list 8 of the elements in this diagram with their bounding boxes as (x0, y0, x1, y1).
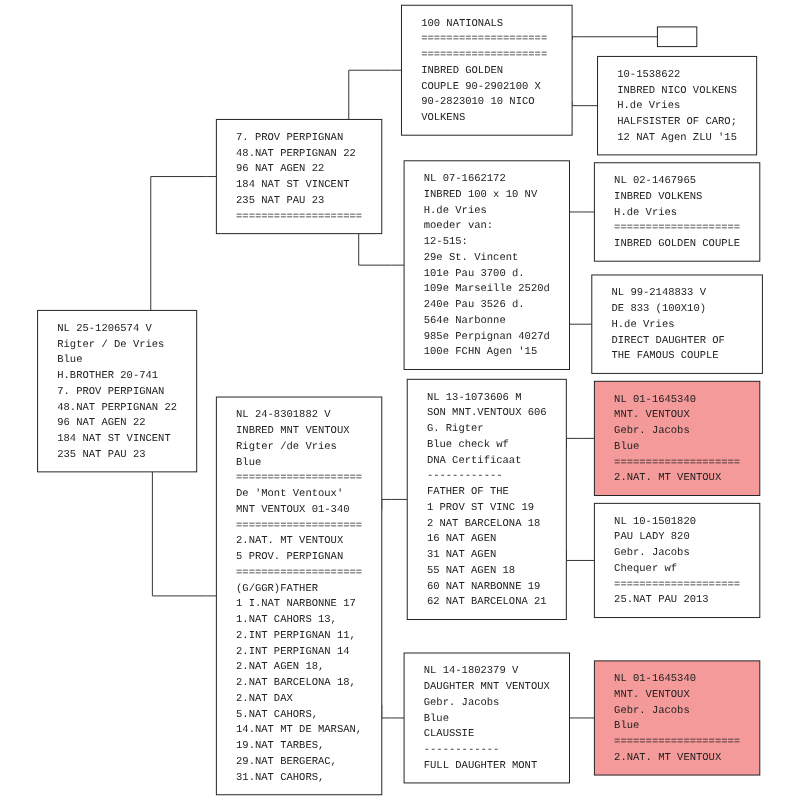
connector (348, 69, 402, 120)
connector (358, 233, 405, 266)
connector (569, 717, 595, 719)
node-box (656, 26, 698, 48)
connector (150, 176, 217, 311)
connector (571, 101, 599, 107)
connector (151, 471, 217, 597)
connector (571, 36, 658, 41)
